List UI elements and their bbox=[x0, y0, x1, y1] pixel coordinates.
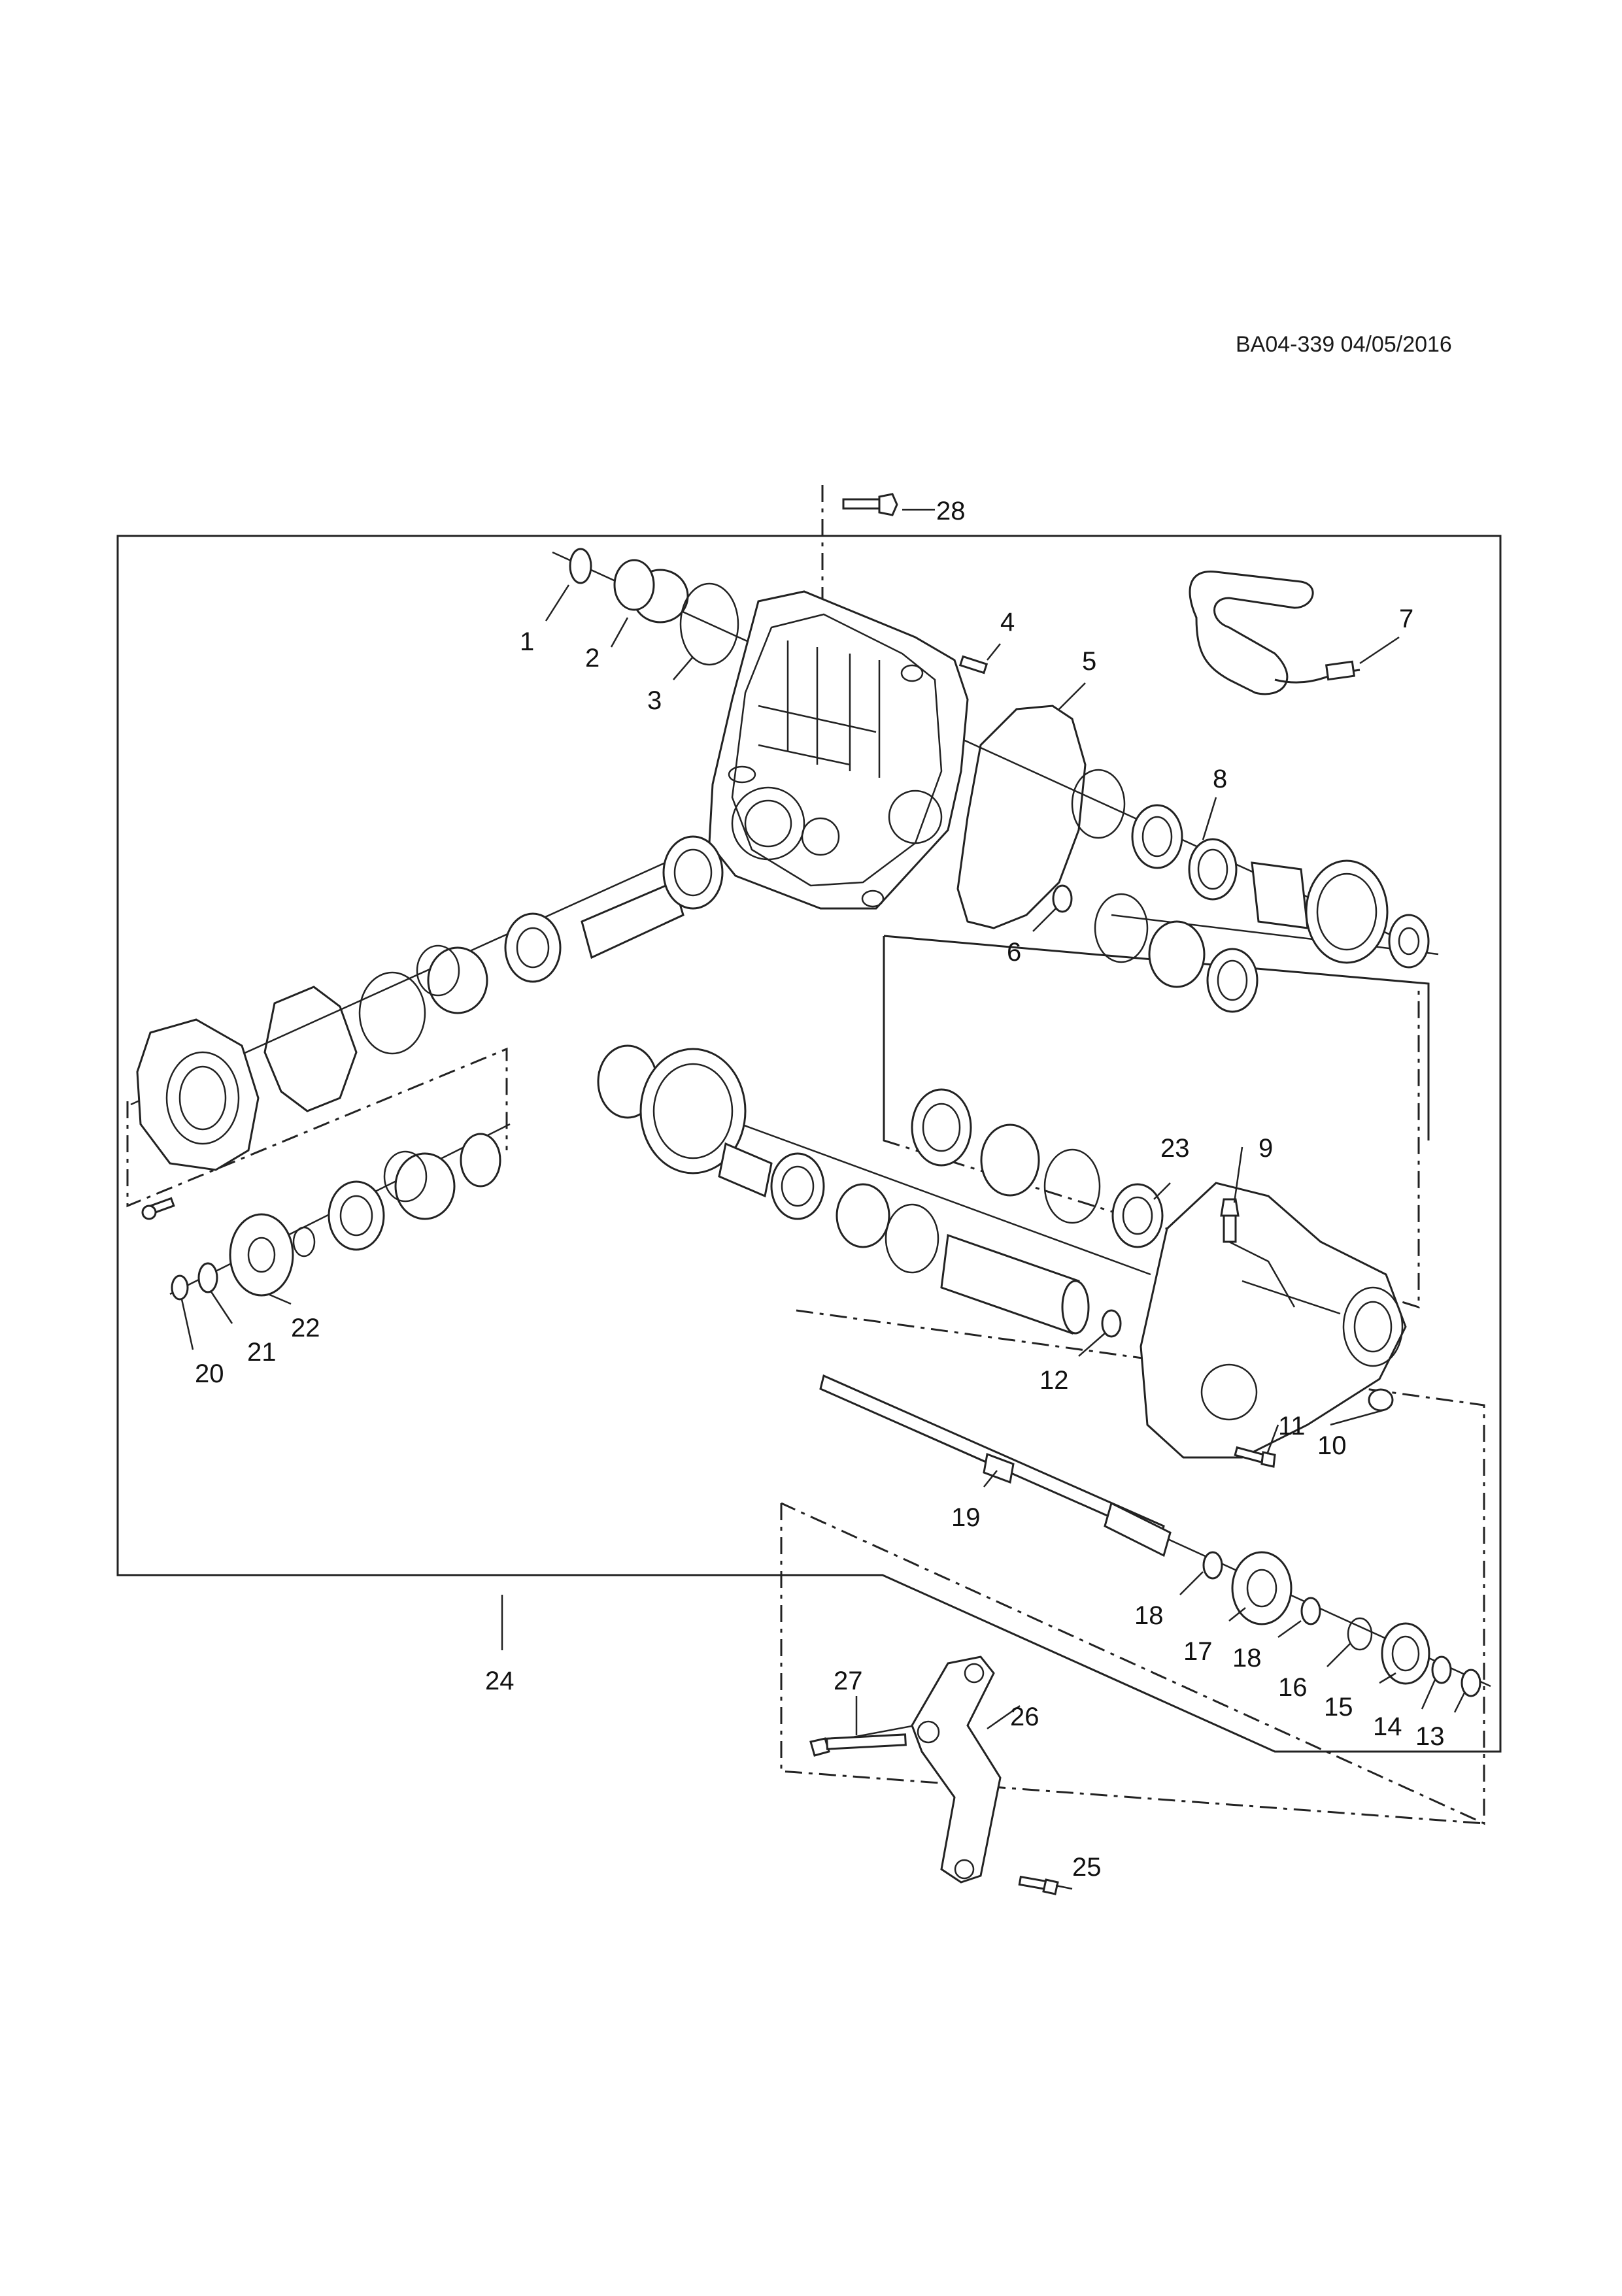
callout-15: 15 bbox=[1324, 1693, 1353, 1722]
part-20-snap-ring bbox=[171, 1274, 189, 1301]
roller-bearing-23-group bbox=[911, 1088, 972, 1167]
part-28-bolt bbox=[842, 493, 898, 516]
part-8-synchro-ring bbox=[1188, 838, 1238, 901]
input-shaft bbox=[581, 835, 724, 959]
taper-bearing-left bbox=[504, 912, 562, 983]
spacer-tube bbox=[940, 1233, 1090, 1335]
seal-ring-upper bbox=[1071, 769, 1126, 839]
callout-6: 6 bbox=[1007, 938, 1021, 967]
needle-bearing-mid bbox=[770, 1152, 825, 1220]
part-12-snap-ring bbox=[1101, 1309, 1122, 1338]
shim-mid-right bbox=[1043, 1148, 1101, 1224]
callout-21: 21 bbox=[247, 1338, 277, 1367]
callout-1: 1 bbox=[520, 627, 534, 656]
bearing-race-middle bbox=[836, 1183, 890, 1248]
subgroup-outline-lower bbox=[780, 1503, 1485, 1825]
screw-cover-left bbox=[141, 1197, 175, 1220]
subgroup-outline-shaft bbox=[781, 1309, 1485, 1825]
ring-left-lower bbox=[460, 1133, 501, 1188]
part-14-washer bbox=[1431, 1655, 1452, 1684]
callout-7: 7 bbox=[1399, 605, 1413, 633]
callout-19: 19 bbox=[951, 1503, 981, 1532]
axis-line-right bbox=[1111, 914, 1439, 956]
diagram-reference-code: BA04-339 04/05/2016 bbox=[1236, 332, 1452, 357]
o-ring-left bbox=[358, 971, 426, 1055]
part-7-wiring-harness bbox=[1189, 570, 1314, 695]
part-23-oil-seal bbox=[1111, 1183, 1164, 1248]
subgroup-outline-left-bearing bbox=[126, 1047, 508, 1208]
bearing-cup-left bbox=[416, 944, 488, 1014]
callout-17: 17 bbox=[1183, 1637, 1213, 1666]
callout-13: 13 bbox=[1415, 1722, 1445, 1751]
callout-26: 26 bbox=[1010, 1703, 1039, 1731]
part-11-bolt bbox=[1234, 1446, 1276, 1468]
part-6-snap-ring bbox=[1052, 884, 1073, 913]
part-15-oil-seal bbox=[1381, 1622, 1430, 1685]
part-25-bolt bbox=[1018, 1875, 1059, 1895]
bearing-cup-mid-right bbox=[980, 1123, 1040, 1197]
callout-23: 23 bbox=[1160, 1134, 1190, 1163]
part-1-snap-ring bbox=[569, 548, 592, 584]
part-18-snap-ring-b bbox=[1300, 1597, 1321, 1625]
ring-mid-1 bbox=[1094, 893, 1149, 963]
callout-22: 22 bbox=[291, 1314, 320, 1342]
part-16-circlip bbox=[1347, 1617, 1373, 1651]
callout-16: 16 bbox=[1278, 1673, 1308, 1702]
leader-lines bbox=[180, 508, 1466, 1890]
part-18-snap-ring-a bbox=[1202, 1551, 1223, 1580]
callout-4: 4 bbox=[1000, 608, 1015, 637]
part-19-output-shaft bbox=[819, 1374, 1172, 1557]
rear-cover-housing bbox=[1140, 1182, 1407, 1459]
part-2-bearing-cup bbox=[613, 559, 689, 624]
part-13-snap-ring bbox=[1461, 1669, 1481, 1697]
bearing-race-mid bbox=[1148, 920, 1206, 988]
part-27-bolt bbox=[809, 1733, 907, 1757]
part-9-breather-vent bbox=[1220, 1198, 1240, 1243]
roller-bearing-mid bbox=[1206, 948, 1259, 1013]
callout-24: 24 bbox=[485, 1667, 515, 1695]
part-10-plug bbox=[1368, 1388, 1394, 1412]
intermediate-gear-shaft bbox=[597, 1044, 773, 1198]
callout-18b: 18 bbox=[1232, 1644, 1262, 1672]
part-3-shim bbox=[679, 582, 739, 666]
callout-18a: 18 bbox=[1134, 1601, 1164, 1630]
part-4-dowel-pin bbox=[958, 655, 988, 674]
transfer-case-housing bbox=[708, 590, 969, 910]
ring-middle bbox=[885, 1203, 939, 1274]
taper-bearing-left-lower bbox=[328, 1180, 385, 1251]
callout-8: 8 bbox=[1213, 765, 1227, 793]
callout-12: 12 bbox=[1039, 1366, 1069, 1395]
callout-5: 5 bbox=[1082, 647, 1096, 676]
part-22-flange-seal bbox=[229, 1213, 294, 1297]
callout-28: 28 bbox=[936, 497, 966, 525]
callout-3: 3 bbox=[647, 686, 662, 715]
bearing-cup-left-lower bbox=[383, 1150, 456, 1220]
output-gear-shaft-upper bbox=[1251, 859, 1430, 969]
end-cover-left bbox=[136, 1018, 260, 1171]
callout-9: 9 bbox=[1259, 1134, 1273, 1163]
callout-25: 25 bbox=[1072, 1853, 1102, 1882]
callout-27: 27 bbox=[834, 1667, 863, 1695]
callout-20: 20 bbox=[195, 1359, 224, 1388]
assembly-24-outline bbox=[116, 535, 1502, 1753]
part-5-gasket bbox=[956, 705, 1087, 929]
part-26-mount-bracket bbox=[911, 1655, 1002, 1884]
callout-2: 2 bbox=[585, 644, 600, 673]
callout-10: 10 bbox=[1317, 1431, 1347, 1460]
clip-ring-small bbox=[292, 1226, 316, 1257]
gasket-left bbox=[263, 986, 358, 1112]
callout-14: 14 bbox=[1373, 1712, 1402, 1741]
part-8-bearing-upper bbox=[1131, 804, 1183, 869]
part-7-connector bbox=[1325, 660, 1356, 681]
part-17-ball-bearing bbox=[1231, 1551, 1293, 1625]
subgroup-left-bracket bbox=[883, 935, 1430, 1140]
part-21-washer bbox=[197, 1262, 218, 1293]
callout-11: 11 bbox=[1278, 1412, 1306, 1440]
